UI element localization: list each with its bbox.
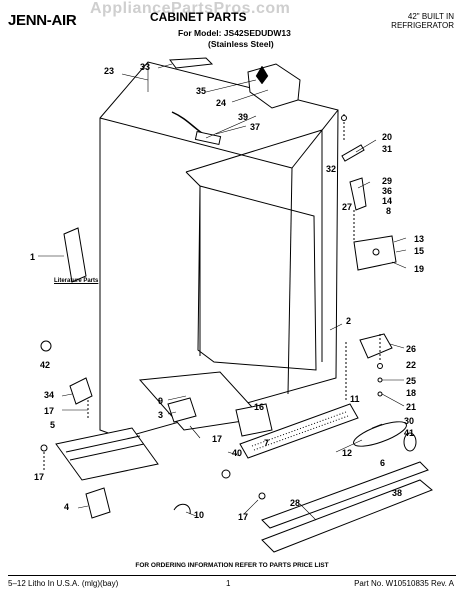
callout-24: 24 (216, 98, 227, 108)
callout-18: 18 (406, 388, 417, 398)
callout-21: 21 (406, 402, 417, 412)
roller-assembly-12 (353, 421, 407, 447)
cabinet-front-edge (99, 117, 293, 169)
part-number: Part No. W10510835 Rev. A (354, 579, 454, 588)
callout-11: 11 (350, 394, 360, 404)
bracket-34 (69, 377, 93, 405)
literature-parts-label: Literature Parts (54, 278, 99, 284)
model-line: For Model: JS42SEDUDW13 (178, 28, 291, 38)
callout-13: 13 (414, 234, 425, 244)
callout-25: 25 (406, 376, 417, 386)
callout-42: 42 (40, 360, 51, 370)
callout-34: 34 (44, 390, 55, 400)
callout-17b: 17 (212, 434, 223, 444)
callout-41: 41 (404, 428, 415, 438)
callout-14: 14 (382, 196, 393, 206)
connector-37 (194, 130, 222, 146)
callout-37: 37 (250, 122, 261, 132)
callout-17a: 17 (44, 406, 55, 416)
callout-29: 29 (382, 176, 393, 186)
callout-5: 5 (50, 420, 56, 430)
callout-33: 33 (140, 62, 151, 72)
part-16 (235, 403, 273, 437)
page-number: 1 (226, 579, 231, 588)
callout-26: 26 (406, 344, 417, 354)
callout-40: 40 (232, 448, 243, 458)
footer-divider (8, 575, 456, 576)
callout-6: 6 (380, 458, 386, 468)
product-line-1: 42" BUILT IN (407, 12, 454, 21)
lower-hinge-26 (359, 333, 393, 359)
callout-20: 20 (382, 132, 393, 142)
callout-36: 36 (382, 186, 393, 196)
clip-10 (173, 503, 191, 515)
hinge-plate-27 (349, 177, 367, 211)
top-bracket (169, 57, 214, 69)
screw-42 (40, 340, 52, 352)
literature-booklet (63, 227, 87, 283)
callout-8: 8 (386, 206, 392, 216)
callout-2: 2 (346, 316, 352, 326)
callout-17d: 17 (34, 472, 45, 482)
litho-note: 5–12 Litho In U.S.A. (mlg)(bay) (8, 579, 119, 588)
callout-9: 9 (158, 396, 164, 406)
callout-30: 30 (404, 416, 415, 426)
page-title: CABINET PARTS (150, 10, 247, 24)
model-variant: (Stainless Steel) (208, 39, 274, 49)
callout-1: 1 (30, 252, 36, 262)
callout-4: 4 (64, 502, 70, 512)
callout-16: 16 (254, 402, 265, 412)
callout-3: 3 (158, 410, 164, 420)
hinge-32 (341, 144, 365, 162)
brand-logo: JENN-AIR (8, 12, 77, 29)
callout-23: 23 (104, 66, 115, 76)
valve-3 (167, 397, 197, 423)
callout-12: 12 (342, 448, 353, 458)
product-line-2: REFRIGERATOR (391, 21, 454, 30)
callout-31: 31 (382, 144, 393, 154)
product-type: 42" BUILT IN REFRIGERATOR (391, 12, 454, 30)
ordering-note: FOR ORDERING INFORMATION REFER TO PARTS … (135, 562, 329, 569)
kick-plate-28 (261, 479, 433, 553)
base-rail-5 (55, 427, 159, 481)
callout-35: 35 (196, 86, 207, 96)
callout-32: 32 (326, 164, 337, 174)
callout-22: 22 (406, 360, 417, 370)
watermark: AppliancePartsPros.com (90, 0, 291, 17)
roller-4 (85, 487, 111, 519)
callout-27: 27 (342, 202, 353, 212)
kick-plate-38 (261, 461, 429, 529)
hinge-bracket-15 (353, 235, 397, 271)
callout-7: 7 (264, 438, 270, 448)
callout-10: 10 (194, 510, 205, 520)
callout-39: 39 (238, 112, 249, 122)
callout-15: 15 (414, 246, 425, 256)
callout-19: 19 (414, 264, 425, 274)
callout-38: 38 (392, 488, 403, 498)
callout-17c: 17 (238, 512, 249, 522)
grille-40 (239, 403, 359, 459)
callout-28: 28 (290, 498, 301, 508)
